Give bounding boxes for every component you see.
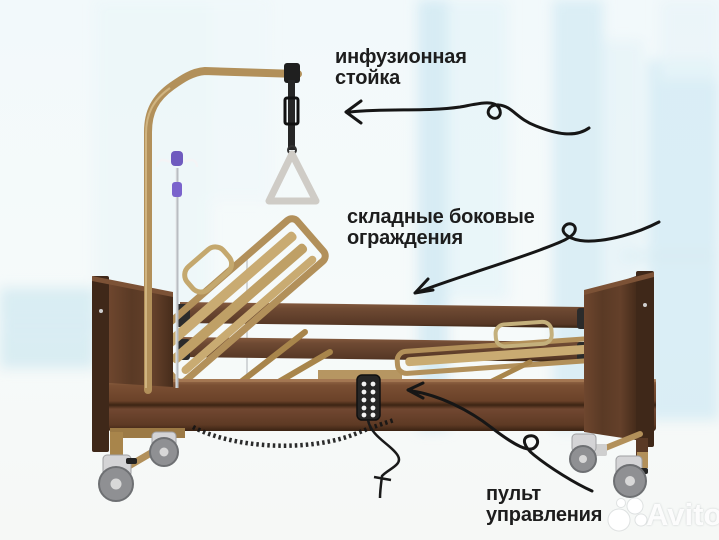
annotation-line: стойка — [335, 67, 401, 89]
trapeze-strap — [283, 63, 300, 155]
caster-wheel-rear-right — [569, 433, 597, 473]
brake-lever-icon — [126, 458, 137, 464]
bed-base-frame — [108, 379, 656, 431]
annotation-line: инфузионная — [335, 46, 467, 68]
bed-legs — [110, 428, 648, 478]
mattress-retainer-loop — [182, 244, 235, 295]
bed-base-highlight — [108, 379, 656, 382]
annotation-line: пульт — [486, 483, 541, 505]
iv-hook-icon — [155, 158, 171, 168]
avito-logo-icon — [607, 497, 648, 532]
caster-wheel-front-left — [98, 454, 137, 502]
screw-icon — [99, 309, 103, 313]
caster-wheel-rear-left — [149, 431, 179, 467]
coiled-cable — [191, 417, 395, 448]
arrow-to-remote — [406, 381, 594, 493]
annotation-side-rails: складные боковые ограждения — [347, 207, 535, 249]
arrow-to-side-rail — [413, 220, 661, 295]
caster-wheel-front-right — [613, 455, 648, 498]
trapeze-handle — [265, 150, 320, 205]
screw-icon — [643, 303, 647, 307]
arrow-to-trapeze — [344, 99, 591, 136]
remote-buttons — [361, 381, 376, 418]
headboard — [92, 276, 173, 452]
footboard — [584, 271, 654, 447]
annotation-line: ограждения — [347, 227, 463, 249]
side-rail-upper — [180, 302, 585, 328]
remote-cable-knot — [373, 475, 392, 482]
annotation-control-remote: пульт управления — [486, 484, 602, 526]
annotation-line: управления — [486, 504, 603, 526]
backrest-section — [144, 215, 329, 386]
iv-hook-icon — [183, 158, 199, 168]
annotation-line: складные боковые — [347, 206, 535, 228]
lifting-pole — [144, 66, 302, 394]
iv-pole — [155, 151, 199, 388]
mattress-retainer-loop — [493, 319, 554, 349]
remote-cable — [366, 419, 401, 499]
annotation-infusion-stand: инфузионная стойка — [335, 47, 467, 89]
remote-control — [356, 374, 381, 421]
avito-watermark-text: Avito — [646, 497, 719, 532]
